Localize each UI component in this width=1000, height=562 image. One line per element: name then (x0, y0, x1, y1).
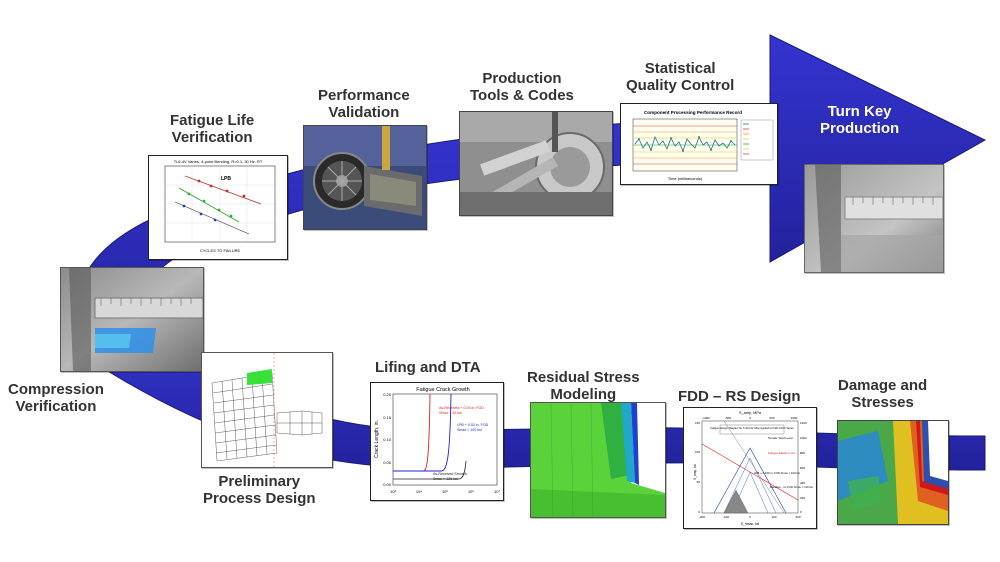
fdd-right-tick: 0 (800, 510, 802, 514)
fdd-x-label: S_mean, ksi (741, 522, 760, 526)
production-tools-codes-label: Production Tools & Codes (470, 70, 574, 105)
fdd-right-tick: 400 (800, 481, 805, 485)
fdd-x-tick: 200 (795, 515, 800, 519)
fdd-right-tick: 1200 (800, 421, 807, 425)
residual-stress-model (530, 402, 666, 518)
preliminary-process-design-label: Preliminary Process Design (203, 473, 316, 508)
fdd-x-tick: -100 (723, 515, 729, 519)
fdd-diagram: S_amp, MPa -1000 -500 0 500 1000 150 100… (683, 407, 817, 529)
fdd-y-tick: 100 (695, 450, 700, 454)
crack-x-tick: 10⁴ (416, 489, 422, 494)
crack-x-tick: 10⁷ (494, 489, 500, 494)
crack-y-tick: 0.20 (383, 392, 392, 397)
fdd-y-tick: 50 (697, 480, 701, 484)
curve-label-lpb: LPB + 0.03 in. FOD (457, 423, 489, 427)
curve-label-smooth: As-Received Smooth (433, 472, 467, 476)
engine-photo (303, 125, 427, 230)
performance-validation-label: Performance Validation (318, 87, 410, 122)
curve-label-as-received: As-Received + 0.03 in. FOD (439, 406, 484, 410)
fdd-top-tick: -1000 (702, 416, 710, 420)
production-tooling-photo (459, 111, 613, 216)
curve-sublabel-smooth: Smax = 125 ksi (433, 477, 458, 481)
crack-x-tick: 10⁶ (468, 489, 474, 494)
fatigue-plot-title: Ti-6-4V Vanes, 4-point Bending, R=0.1, 3… (174, 159, 263, 164)
crack-growth-title: Fatigue Crack Growth (416, 387, 470, 393)
fatigue-plot-xlabel: CYCLES TO FAILURE (200, 248, 241, 253)
fdd-x-tick: -200 (699, 515, 705, 519)
crack-x-tick: 10⁵ (442, 489, 448, 494)
crack-y-tick: 0.00 (383, 482, 392, 487)
fdd-baseline-label: Baseline - no FOD Smax = 110 ksi (770, 485, 813, 489)
fatigue-life-plot: Ti-6-4V Vanes, 4-point Bending, R=0.1, 3… (148, 155, 288, 260)
fdd-right-tick: 600 (800, 466, 805, 470)
fdd-top-tick: -500 (725, 416, 731, 420)
fdd-top-tick: 0 (749, 416, 751, 420)
fdd-right-tick: 200 (800, 496, 805, 500)
fdd-x-tick: 100 (771, 515, 776, 519)
crack-y-tick: 0.10 (383, 437, 392, 442)
fdd-rs-design-label: FDD – RS Design (678, 388, 801, 405)
lpb-annotation: LPB (221, 176, 231, 182)
damage-and-stresses-label: Damage and Stresses (838, 377, 928, 412)
fdd-top-tick: 500 (769, 416, 774, 420)
fdd-box-title: Fatigue Design Diagram for Ti-6Al-4V All… (710, 426, 794, 430)
spc-chart-xlabel: Time (milliseconds) (668, 176, 703, 181)
turn-key-production-label: Turn Key Production (820, 103, 900, 138)
crack-y-tick: 0.05 (383, 460, 392, 465)
compression-verification-label: Compression Verification (8, 381, 104, 416)
crack-x-tick: 10³ (390, 489, 396, 494)
process-design-mesh (201, 352, 333, 468)
lifing-and-dta-label: Lifing and DTA (375, 359, 481, 376)
crack-growth-ylabel: Crack Length, in. (374, 420, 380, 458)
curve-sublabel-lpb: Smax = 100 ksi (457, 428, 482, 432)
fdd-lpb-label: LPB + 0.030 in. FOD Smax = 100 ksi (754, 471, 800, 475)
crack-y-tick: 0.15 (383, 415, 392, 420)
fdd-top-tick: 1000 (791, 416, 798, 420)
fdd-fatigue-label: Fatigue Elastic Limit (768, 451, 795, 455)
fdd-y-tick: 150 (695, 421, 700, 425)
residual-stress-modeling-label: Residual Stress Modeling (527, 369, 640, 404)
fdd-y-tick: 0 (698, 510, 700, 514)
statistical-quality-control-label: Statistical Quality Control (626, 60, 735, 95)
spc-chart-title: Component Processing Performance Record (644, 110, 742, 115)
fdd-tensile-label: Tensile Yield Level (768, 436, 793, 440)
fdd-right-tick: 800 (800, 451, 805, 455)
crack-growth-chart: Fatigue Crack Growth Crack Length, in. 0… (370, 382, 504, 501)
finished-part-photo (804, 164, 944, 273)
fdd-y-label: S_amp, ksi (693, 464, 697, 480)
damage-stress-contour (837, 420, 949, 525)
spc-chart: Component Processing Performance Record (620, 103, 778, 185)
compression-part-photo (60, 267, 204, 372)
fdd-top-axis: S_amp, MPa (739, 411, 762, 415)
fdd-x-tick: 0 (749, 515, 751, 519)
curve-sublabel-as-received: Smax = 30 ksi (439, 411, 462, 415)
fatigue-life-verification-label: Fatigue Life Verification (170, 112, 255, 147)
fdd-right-tick: 1000 (800, 436, 807, 440)
